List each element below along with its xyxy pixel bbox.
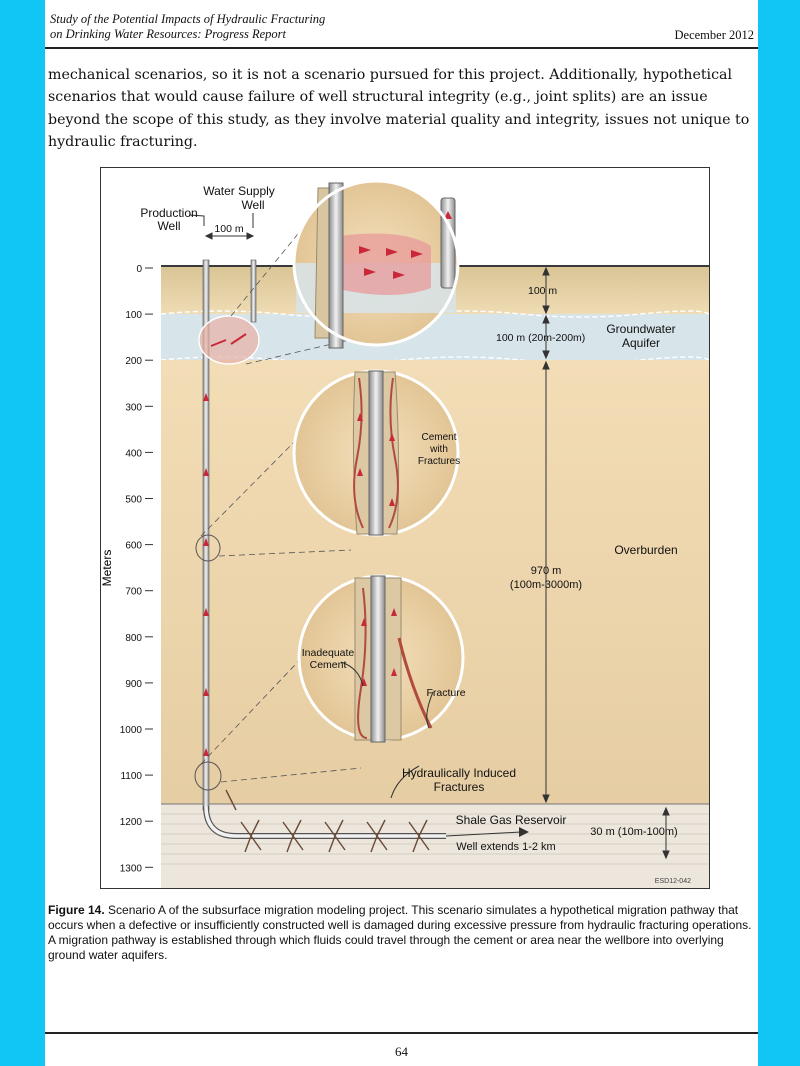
document-page: Study of the Potential Impacts of Hydrau… <box>45 0 758 1066</box>
depth-tick-label: 100 <box>125 310 142 321</box>
inadequate-cement-label-2: Cement <box>310 659 347 671</box>
caption-text: Scenario A of the subsurface migration m… <box>48 903 752 962</box>
depth-tick-label: 800 <box>125 633 142 644</box>
depth-ticks: 0 100 200 300 400 500 600 700 800 900 1000 1100 1200… <box>120 264 153 874</box>
figure-caption: Figure 14. Scenario A of the subsurface … <box>48 903 756 963</box>
depth-tick-label: 200 <box>125 356 142 367</box>
production-label-2: Well <box>157 219 180 233</box>
depth-tick-label: 300 <box>125 402 142 413</box>
header-title-line1: Study of the Potential Impacts of Hydrau… <box>50 12 326 26</box>
header-title-line2: on Drinking Water Resources: Progress Re… <box>50 27 286 41</box>
well-extends-label: Well extends 1-2 km <box>456 841 555 853</box>
depth-tick-label: 1200 <box>120 817 143 828</box>
aquifer-detail-lens <box>292 179 460 349</box>
water-supply-label-1: Water Supply <box>203 184 275 198</box>
header-date: December 2012 <box>674 28 754 42</box>
page-number: 64 <box>395 1044 408 1059</box>
fracture-label: Fracture <box>426 687 465 699</box>
induced-fractures <box>225 789 430 853</box>
aquifer-thickness-label: 100 m (20m-200m) <box>496 332 585 344</box>
depth-tick-label: 500 <box>125 495 142 506</box>
overburden-thickness-1: 970 m <box>531 565 562 577</box>
y-axis-label: Meters <box>101 550 114 587</box>
lens-marker-1100 <box>194 761 222 791</box>
horizontal-well <box>204 805 446 838</box>
depth-tick-label: 1000 <box>120 725 143 736</box>
inadequate-cement-lens <box>297 574 465 743</box>
depth-tick-label: 1100 <box>120 771 142 782</box>
caption-label: Figure 14. <box>48 903 105 917</box>
migration-arrows <box>203 393 209 756</box>
depth-tick-label: 600 <box>125 541 142 552</box>
distance-100m-label: 100 m <box>528 285 557 297</box>
hydraulic-fractures-label-2: Fractures <box>434 780 485 794</box>
overburden-thickness-2: (100m-3000m) <box>510 579 582 591</box>
figure-id: ESD12-042 <box>655 878 691 885</box>
cement-fractures-label-1: Cement <box>421 432 456 443</box>
depth-tick-label: 1300 <box>120 863 143 874</box>
running-header-title: Study of the Potential Impacts of Hydrau… <box>50 12 325 42</box>
depth-tick-label: 0 <box>136 264 142 275</box>
reservoir-thickness-label: 30 m (10m-100m) <box>590 826 677 838</box>
header-rule <box>45 47 758 49</box>
inadequate-cement-label-1: Inadequate <box>302 647 355 659</box>
spacing-label: 100 m <box>214 223 243 235</box>
cement-fractures-lens <box>292 369 460 537</box>
depth-tick-label: 700 <box>125 587 142 598</box>
depth-tick-label: 400 <box>125 448 142 459</box>
water-supply-label-2: Well <box>241 198 264 212</box>
lens-marker-600 <box>195 534 221 562</box>
shale-layer <box>161 804 709 888</box>
overburden-label: Overburden <box>614 543 677 557</box>
footer-rule <box>45 1032 758 1034</box>
production-label-1: Production <box>140 206 197 220</box>
well-diagram: Meters 0 100 200 300 400 500 600 700 800 900 1000 1… <box>101 179 709 888</box>
aquifer-label-1: Groundwater <box>606 322 675 336</box>
shale-reservoir-label: Shale Gas Reservoir <box>456 813 567 827</box>
body-paragraph: mechanical scenarios, so it is not a sce… <box>48 67 750 150</box>
aquifer-lens-small <box>198 315 260 365</box>
aquifer-label-2: Aquifer <box>622 336 660 350</box>
depth-tick-label: 900 <box>125 679 142 690</box>
cement-fractures-label-2: with <box>429 444 448 455</box>
hydraulic-fractures-label-1: Hydraulically Induced <box>402 766 516 780</box>
dimension-lines <box>204 232 670 860</box>
cement-fractures-label-3: Fractures <box>418 456 460 467</box>
figure-14: Meters 0 100 200 300 400 500 600 700 800 900 1000 1… <box>100 167 710 889</box>
